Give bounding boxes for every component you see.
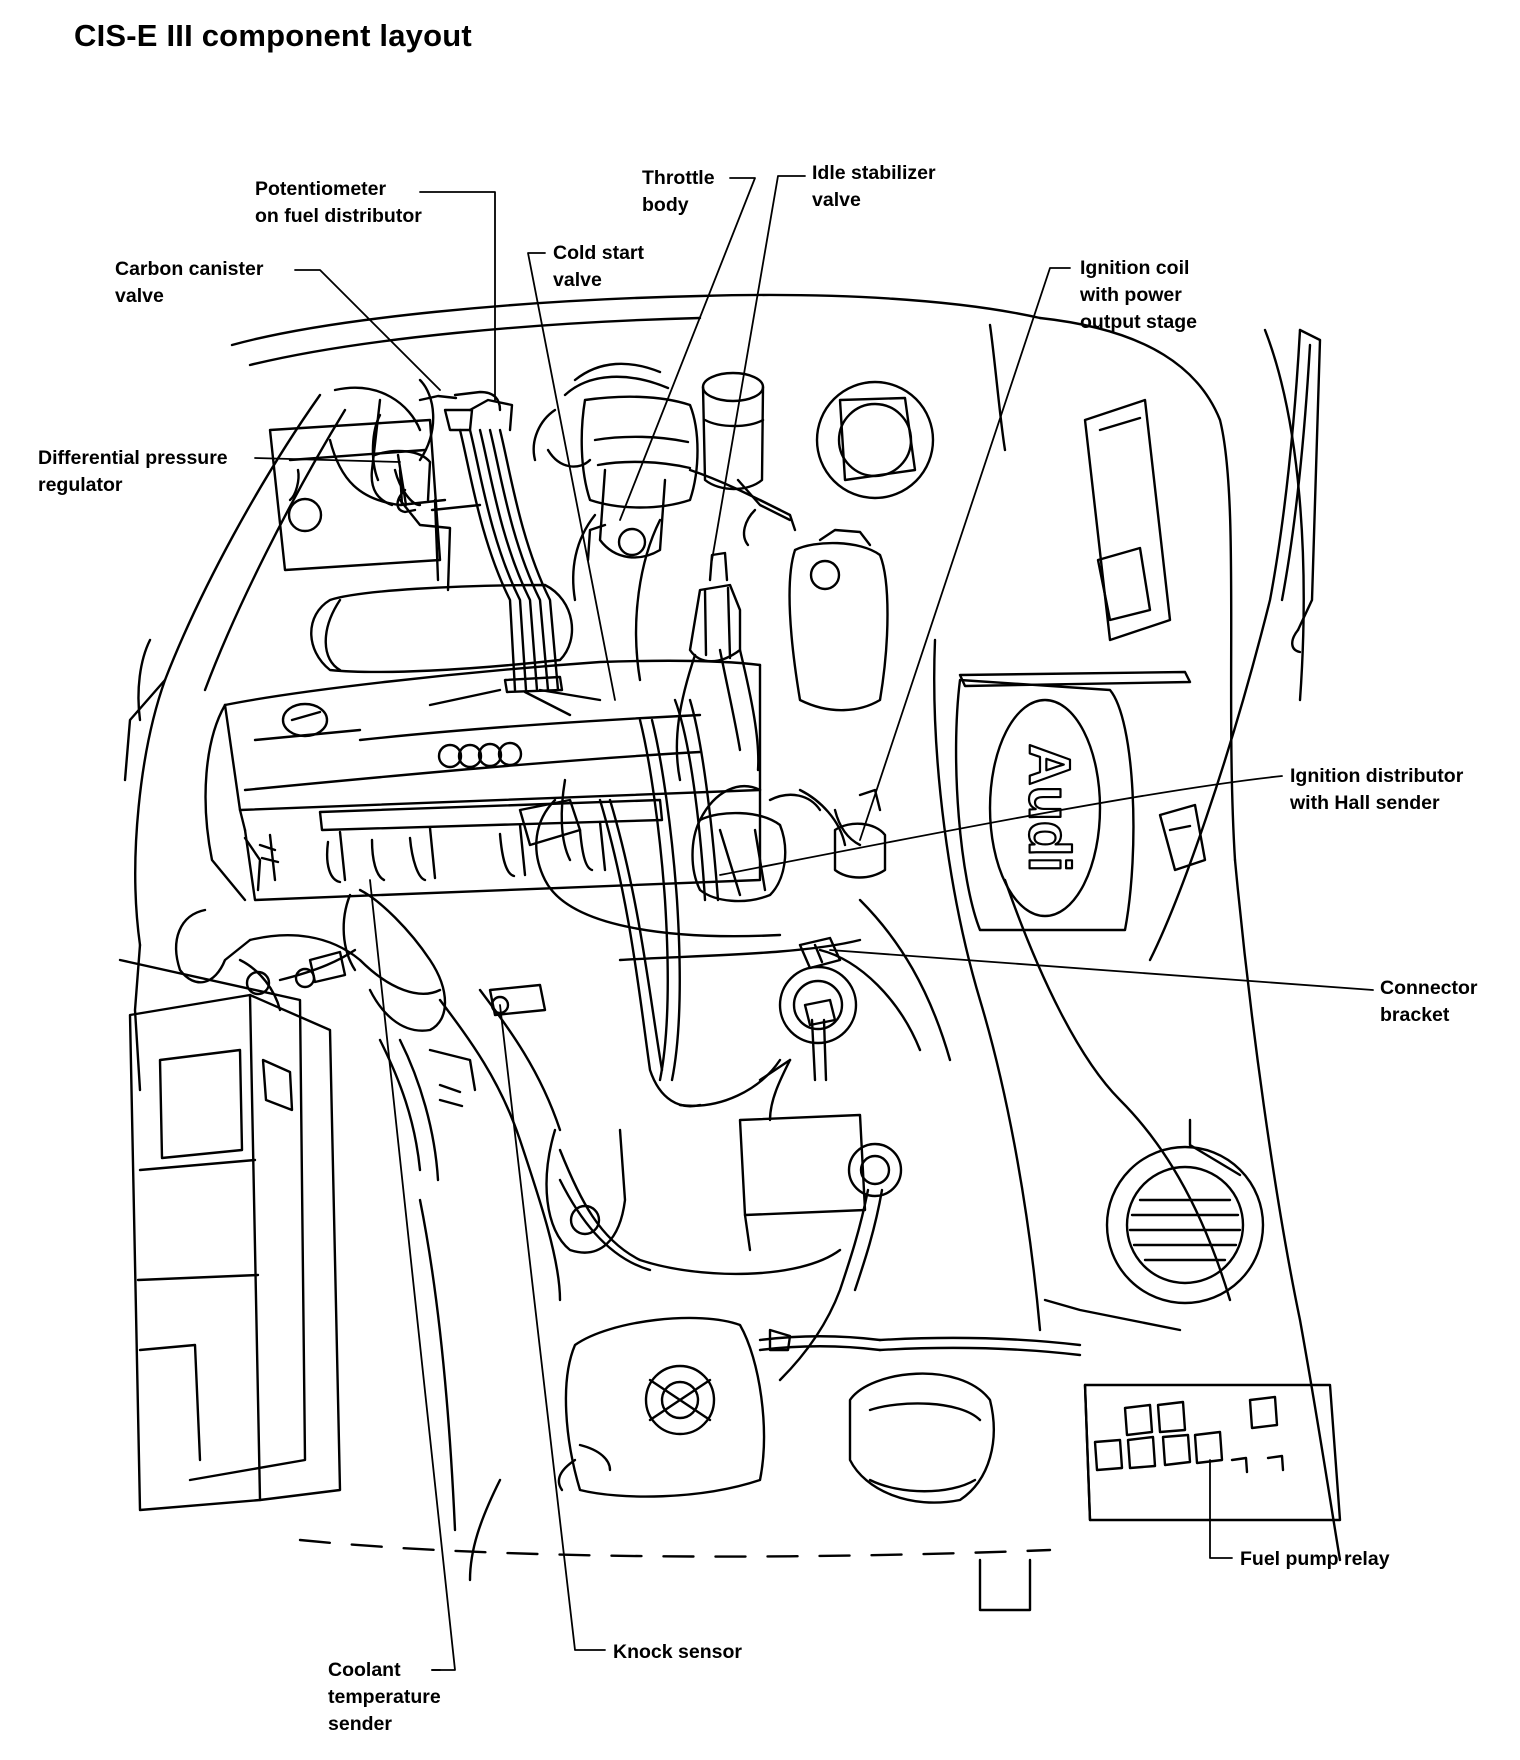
label-cold-start: Cold start valve	[553, 240, 644, 294]
label-coolant-sender-line2: temperature	[328, 1686, 441, 1708]
idle-stabilizer	[675, 371, 765, 782]
label-ignition-coil-line1: Ignition coil	[1080, 257, 1190, 279]
label-coolant-sender: Coolant temperature sender	[328, 1657, 441, 1738]
label-differential-pressure-line2: regulator	[38, 474, 123, 496]
label-throttle-body-line2: body	[642, 194, 689, 216]
label-potentiometer-line1: Potentiometer	[255, 178, 387, 200]
label-connector-bracket-line1: Connector	[1380, 977, 1478, 999]
label-throttle-body-line1: Throttle	[642, 167, 715, 189]
label-fuel-pump-relay-line1: Fuel pump relay	[1240, 1548, 1390, 1570]
label-connector-bracket-line2: bracket	[1380, 1004, 1450, 1026]
label-ignition-distributor-line1: Ignition distributor	[1290, 765, 1464, 787]
label-throttle-body: Throttle body	[642, 165, 715, 219]
coolant-reservoir	[736, 380, 935, 712]
battery-box	[128, 993, 342, 1512]
label-carbon-canister-line2: valve	[115, 285, 164, 307]
label-potentiometer-line2: on fuel distributor	[255, 205, 422, 227]
label-cold-start-line1: Cold start	[553, 242, 645, 264]
throttle-body	[532, 362, 699, 602]
label-potentiometer: Potentiometer on fuel distributor	[255, 176, 422, 230]
exhaust-pipe	[175, 888, 447, 1032]
lower-middle	[557, 965, 1082, 1504]
leader-lines	[254, 175, 1374, 1671]
hoses-and-lines	[518, 468, 952, 1082]
label-differential-pressure: Differential pressure regulator	[38, 445, 228, 499]
label-connector-bracket: Connector bracket	[1380, 975, 1478, 1029]
label-ignition-distributor-line2: with Hall sender	[1290, 792, 1440, 814]
label-differential-pressure-line1: Differential pressure	[38, 447, 228, 469]
fuel-distributor	[328, 378, 602, 717]
label-ignition-coil-line3: output stage	[1080, 311, 1197, 333]
intake-boot	[268, 418, 574, 674]
label-carbon-canister: Carbon canister valve	[115, 256, 263, 310]
relay-panel	[1093, 1395, 1285, 1474]
label-cold-start-line2: valve	[553, 269, 602, 291]
bodywork	[118, 293, 1342, 1612]
label-ignition-coil-line2: with power	[1080, 284, 1182, 306]
valve-cover	[204, 659, 762, 902]
label-idle-stabilizer: Idle stabilizer valve	[812, 160, 936, 214]
label-carbon-canister-line1: Carbon canister	[115, 258, 264, 280]
label-ignition-distributor: Ignition distributor with Hall sender	[1290, 763, 1463, 817]
label-coolant-sender-line3: sender	[328, 1713, 392, 1735]
lower-engine	[378, 798, 842, 1302]
label-ignition-coil: Ignition coil with power output stage	[1080, 255, 1197, 336]
label-knock-sensor-line1: Knock sensor	[613, 1641, 742, 1663]
label-idle-stabilizer-line2: valve	[812, 189, 861, 211]
page-title: CIS-E III component layout	[74, 18, 472, 53]
label-coolant-sender-line1: Coolant	[328, 1659, 401, 1681]
label-knock-sensor: Knock sensor	[613, 1639, 742, 1666]
audi-emblem-text: Audi	[1017, 744, 1082, 873]
label-fuel-pump-relay: Fuel pump relay	[1240, 1546, 1390, 1573]
label-idle-stabilizer-line1: Idle stabilizer	[812, 162, 936, 184]
